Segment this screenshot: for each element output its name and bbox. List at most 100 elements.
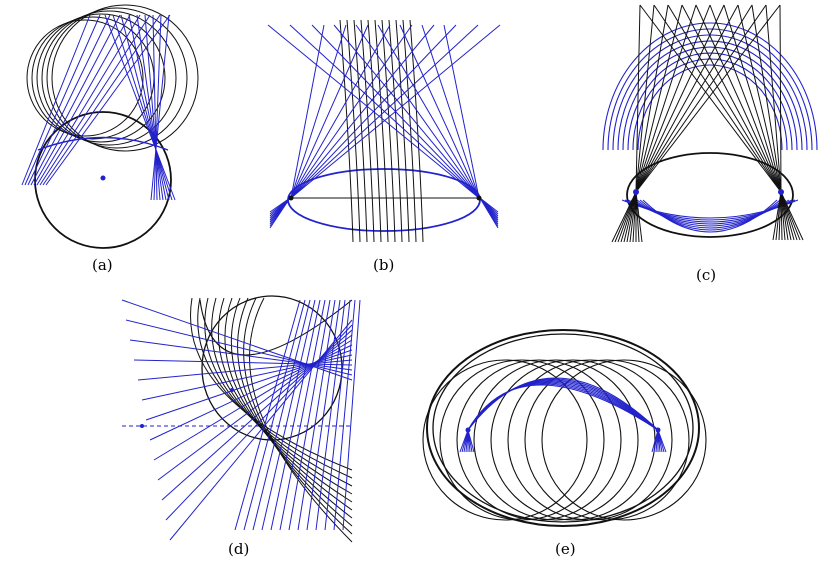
reflected-ray bbox=[377, 24, 480, 199]
vertical-curve bbox=[388, 19, 403, 243]
reflected-ray bbox=[399, 24, 480, 199]
panel-c-diagram bbox=[602, 4, 818, 243]
ellipse-outer bbox=[426, 329, 700, 527]
reflected-ray bbox=[311, 24, 480, 199]
ray-line bbox=[112, 14, 173, 201]
ray-line bbox=[45, 14, 171, 186]
ray-black bbox=[635, 4, 767, 193]
ray-black bbox=[635, 4, 711, 193]
ray-line bbox=[150, 14, 170, 201]
ray-tail bbox=[772, 191, 782, 241]
vertical-curve bbox=[395, 19, 410, 243]
ray-line bbox=[27, 14, 111, 186]
curve-family bbox=[197, 297, 353, 479]
circle-family bbox=[524, 359, 690, 521]
tangent-ray bbox=[153, 339, 353, 461]
reflected-ray bbox=[355, 24, 480, 199]
tangent-ray bbox=[261, 299, 316, 531]
ellipse-inner bbox=[432, 333, 694, 523]
ray-line bbox=[21, 14, 91, 186]
panel-label-e: (e) bbox=[555, 540, 576, 558]
tangent-ray bbox=[333, 299, 356, 531]
arc-blue-top bbox=[607, 28, 813, 151]
panel-b-diagram bbox=[267, 19, 501, 243]
reflected-ray bbox=[290, 24, 479, 199]
ray-black bbox=[723, 4, 782, 193]
tangent-ray bbox=[252, 299, 311, 531]
vertical-curve bbox=[346, 19, 361, 243]
ray-black bbox=[635, 4, 655, 193]
parabola-arc bbox=[199, 299, 353, 356]
ray-black bbox=[709, 4, 782, 193]
reflected-ray bbox=[421, 24, 480, 199]
focus-point bbox=[230, 388, 234, 392]
tangent-ray bbox=[288, 299, 331, 531]
ray-line bbox=[24, 14, 101, 186]
reflected-ray bbox=[290, 24, 457, 199]
curve-family bbox=[217, 297, 353, 503]
ray-line bbox=[136, 14, 164, 201]
ray-line bbox=[30, 14, 121, 186]
circle-family bbox=[541, 359, 707, 521]
curve-family bbox=[243, 297, 353, 535]
tangent-ray bbox=[169, 319, 353, 541]
panel-label-c: (c) bbox=[696, 266, 717, 284]
vertical-curve bbox=[381, 19, 396, 243]
ray-tail bbox=[635, 191, 643, 243]
panel-e-diagram bbox=[422, 329, 707, 527]
panel-label-a: (a) bbox=[92, 256, 113, 274]
ray-line bbox=[128, 14, 167, 201]
arc-blue-top bbox=[622, 46, 798, 151]
focus-left bbox=[465, 427, 471, 433]
panel-a-diagram bbox=[21, 4, 199, 249]
arc-blue-top bbox=[602, 22, 818, 151]
ray-tail bbox=[269, 197, 291, 229]
curve-family bbox=[237, 297, 353, 527]
ray-line bbox=[42, 14, 161, 186]
ray-tail bbox=[651, 429, 659, 453]
ray-line bbox=[153, 14, 162, 201]
tangent-ray bbox=[324, 299, 351, 531]
circle-family bbox=[439, 359, 605, 521]
vertical-curve bbox=[339, 19, 354, 243]
circle-arc bbox=[26, 19, 144, 137]
ray-line bbox=[39, 14, 151, 186]
reflected-ray bbox=[290, 24, 435, 199]
ray-black bbox=[639, 4, 782, 193]
ray-line bbox=[33, 14, 131, 186]
arc-blue-bottom bbox=[642, 199, 778, 233]
arc-blue bbox=[467, 377, 659, 431]
ray-black bbox=[681, 4, 782, 193]
circle-family bbox=[422, 359, 588, 521]
curve-family bbox=[230, 297, 353, 519]
tangent-ray bbox=[234, 299, 301, 531]
ray-black bbox=[695, 4, 782, 193]
reflected-ray bbox=[443, 24, 480, 199]
panel-d-diagram bbox=[121, 295, 361, 543]
tangent-ray bbox=[297, 299, 336, 531]
focus-right bbox=[655, 427, 661, 433]
ray-tail bbox=[479, 197, 499, 229]
envelope-arc bbox=[37, 136, 169, 151]
panel-label-b: (b) bbox=[373, 256, 395, 274]
focus-right bbox=[778, 189, 784, 195]
reflected-ray bbox=[290, 24, 391, 199]
ray-black bbox=[635, 4, 781, 193]
tangent-ray bbox=[279, 299, 326, 531]
curve-family bbox=[204, 297, 353, 487]
ray-black bbox=[635, 4, 739, 193]
ray-line bbox=[104, 14, 176, 201]
arc-blue-top bbox=[632, 58, 788, 151]
ray-black bbox=[737, 4, 782, 193]
ray-black bbox=[667, 4, 782, 193]
ray-tail bbox=[467, 429, 475, 453]
vertical-curve bbox=[402, 19, 417, 243]
ray-black bbox=[635, 4, 669, 193]
arc-blue-bottom bbox=[639, 199, 781, 231]
curve-family bbox=[224, 297, 353, 511]
tangent-ray bbox=[306, 299, 341, 531]
ray-black bbox=[765, 4, 782, 193]
circle-arc bbox=[36, 13, 166, 143]
tangent-ray bbox=[315, 299, 346, 531]
circle-arc bbox=[51, 4, 199, 152]
